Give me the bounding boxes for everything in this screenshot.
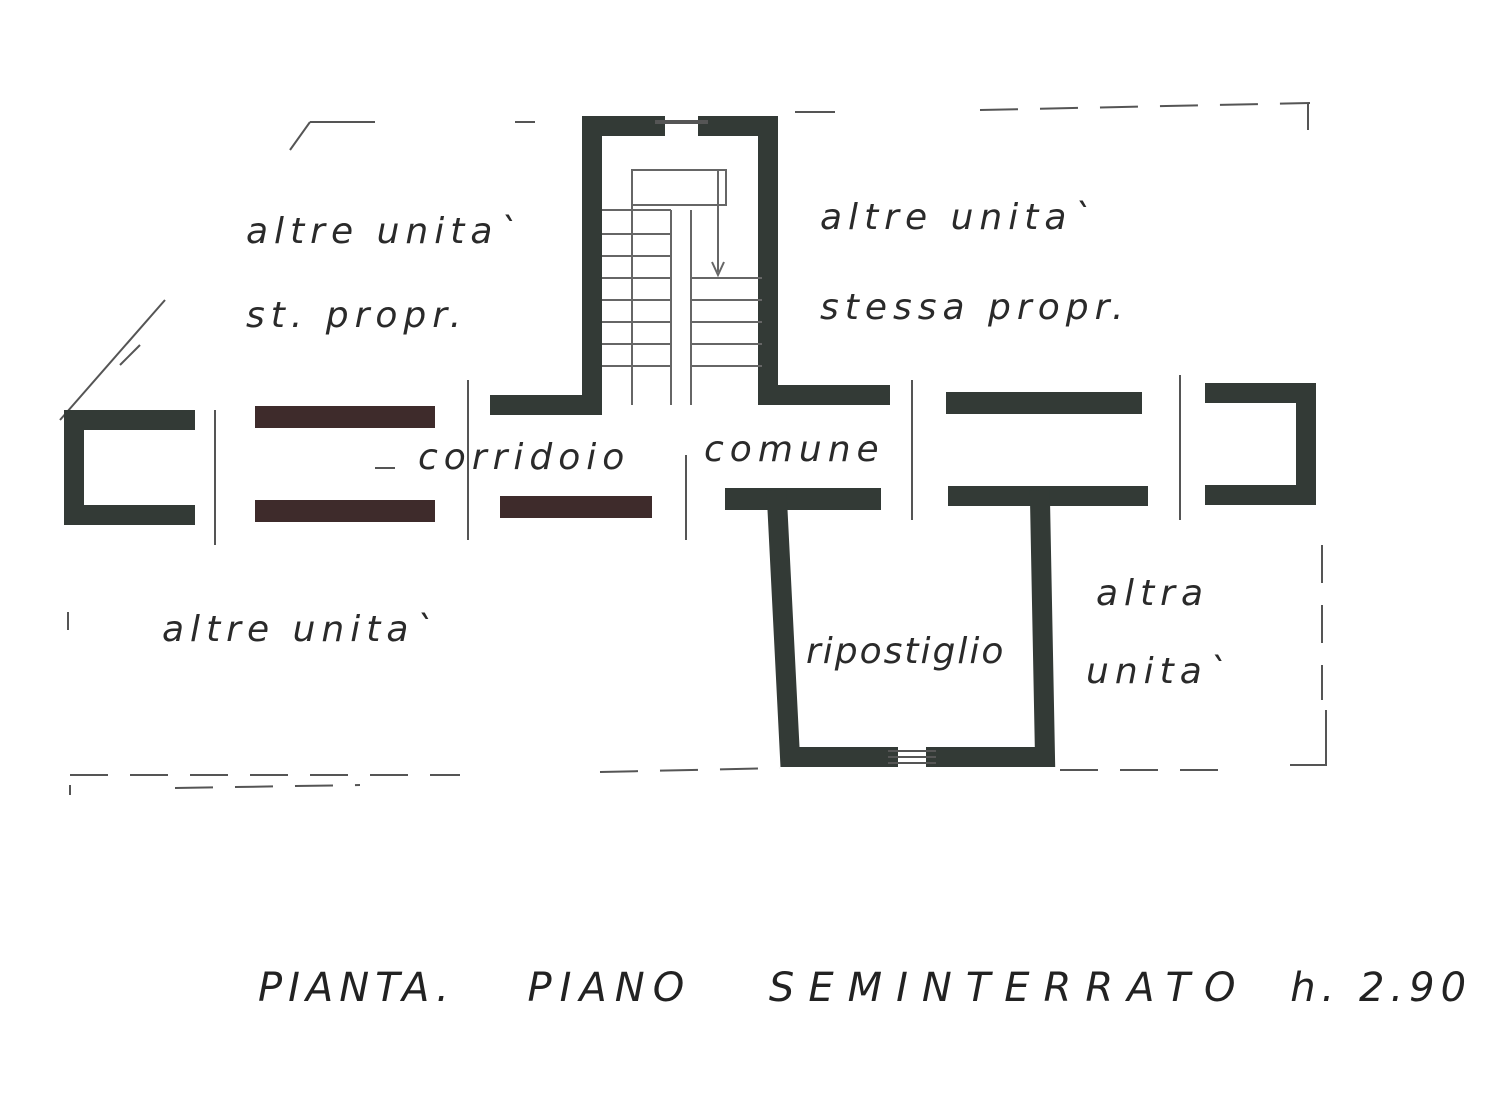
label-common: comune: [704, 429, 885, 470]
label-top-right-units: altre unita`: [820, 197, 1097, 238]
label-top-left-owner: st. propr.: [246, 295, 468, 336]
walls: [64, 116, 1316, 767]
label-top-right-owner: stessa propr.: [820, 287, 1130, 328]
caption-height: h. 2.90: [1290, 965, 1473, 1011]
label-bottom-right-unit-2: unita`: [1086, 651, 1232, 692]
caption-pianta: PIANTA.: [258, 965, 455, 1011]
label-top-left-units: altre unita`: [246, 211, 523, 252]
label-corridor: corridoio: [418, 437, 631, 478]
label-bottom-right-unit-1: altra: [1096, 573, 1210, 614]
label-bottom-left-units: altre unita`: [162, 609, 439, 650]
label-storage: ripostiglio: [806, 631, 1006, 672]
caption-level: SEMINTERRATO: [768, 965, 1250, 1011]
stair: [602, 169, 762, 405]
outline-lines: [59, 102, 1327, 795]
caption-piano: PIANO: [527, 965, 693, 1011]
plan-caption: PIANTA. PIANO SEMINTERRATO h. 2.90: [258, 968, 1472, 1008]
